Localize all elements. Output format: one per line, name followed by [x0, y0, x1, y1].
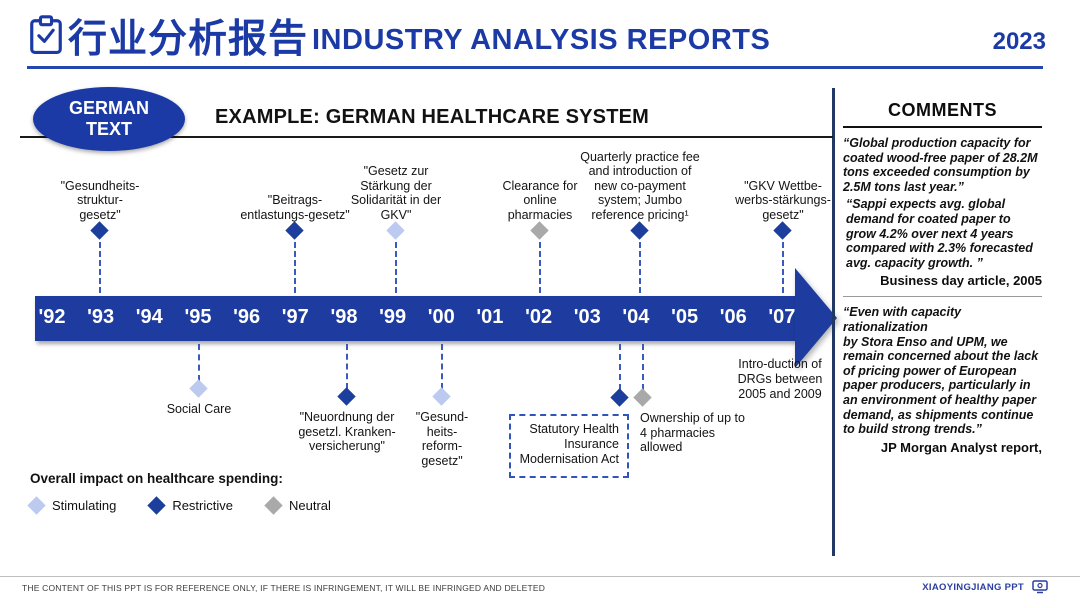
- stimulating-diamond-icon: [27, 496, 46, 515]
- legend-title: Overall impact on healthcare spending:: [30, 471, 283, 486]
- timeline-year: '05: [671, 306, 699, 328]
- comments-divider-line: [832, 88, 835, 556]
- badge-label: GERMAN TEXT: [69, 98, 149, 139]
- restrictive-diamond-icon: [773, 221, 792, 240]
- legend-item: Stimulating: [27, 496, 117, 515]
- timeline-year: '95: [184, 306, 212, 328]
- event-connector: [346, 344, 348, 389]
- comment-quote-2: “Even with capacity rationalization by S…: [843, 305, 1039, 437]
- timeline-arrow-bar: [35, 296, 795, 341]
- legend: Stimulating Restrictive Neutral: [27, 496, 331, 515]
- timeline-year: '94: [135, 306, 163, 328]
- event-label: Social Care: [166, 402, 232, 416]
- event-label: "Gesund- heits- reform- gesetz": [415, 410, 469, 468]
- comments-title: COMMENTS: [888, 100, 997, 120]
- neutral-diamond-icon: [264, 496, 283, 515]
- comments-panel: COMMENTS “Global production capacity for…: [843, 100, 1042, 455]
- header: 行业分析报告 INDUSTRY ANALYSIS REPORTS 2023: [0, 0, 1080, 70]
- timeline-year: '00: [427, 306, 455, 328]
- footer-disclaimer: THE CONTENT OF THIS PPT IS FOR REFERENCE…: [22, 583, 546, 593]
- event-connector: [782, 242, 784, 293]
- timeline-year: '93: [87, 306, 115, 328]
- timeline-year: '02: [525, 306, 553, 328]
- event-label: Quarterly practice fee and introduction …: [580, 149, 700, 222]
- event-connector: [395, 242, 397, 293]
- comments-section-divider: [843, 296, 1042, 298]
- event-connector: [198, 344, 200, 381]
- event-connector: [441, 344, 443, 389]
- header-title-en: INDUSTRY ANALYSIS REPORTS: [312, 24, 771, 56]
- timeline-arrow-head: [795, 268, 837, 368]
- event-label: Clearance for online pharmacies: [502, 178, 578, 222]
- legend-item: Restrictive: [147, 496, 233, 515]
- stimulating-diamond-icon: [189, 379, 208, 398]
- german-text-badge: GERMAN TEXT: [33, 87, 185, 151]
- footer-brand: XIAOYINGJIANG PPT: [922, 582, 1024, 593]
- event-label: "GKV Wettbe- werbs-stärkungs- gesetz": [735, 178, 831, 222]
- header-underline: [27, 66, 1043, 69]
- legend-label: Stimulating: [52, 498, 117, 513]
- projector-icon: [1032, 580, 1048, 594]
- legend-label: Neutral: [289, 498, 331, 513]
- clipboard-check-icon: [27, 13, 65, 57]
- comment-quote-1: “Global production capacity for coated w…: [843, 136, 1038, 194]
- timeline-year: '01: [476, 306, 504, 328]
- timeline-year: '96: [233, 306, 261, 328]
- header-year: 2023: [992, 28, 1046, 55]
- comments-title-underline: [843, 126, 1042, 128]
- slide-title-underline: [20, 136, 833, 138]
- event-connector: [619, 344, 621, 390]
- drg-note: Intro-duction of DRGs between 2005 and 2…: [737, 357, 823, 401]
- event-label: "Gesundheits- struktur- gesetz": [60, 178, 140, 222]
- statutory-box: Statutory Health Insurance Modernisation…: [509, 414, 629, 478]
- restrictive-diamond-icon: [610, 388, 629, 407]
- slide-title: EXAMPLE: GERMAN HEALTHCARE SYSTEM: [215, 106, 650, 128]
- timeline-year: '03: [573, 306, 601, 328]
- timeline-year: '04: [622, 306, 650, 328]
- event-connector: [642, 344, 644, 390]
- restrictive-diamond-icon: [337, 387, 356, 406]
- legend-item: Neutral: [264, 496, 331, 515]
- event-label: Ownership of up to 4 pharmacies allowed: [640, 411, 745, 454]
- event-connector: [639, 242, 641, 293]
- timeline-year: '97: [281, 306, 309, 328]
- event-connector: [99, 242, 101, 293]
- timeline-year: '07: [768, 306, 796, 328]
- event-connector: [294, 242, 296, 293]
- stimulating-diamond-icon: [386, 221, 405, 240]
- stimulating-diamond-icon: [432, 387, 451, 406]
- event-label: "Neuordnung der gesetzl. Kranken- versic…: [298, 410, 396, 453]
- restrictive-diamond-icon: [285, 221, 304, 240]
- restrictive-diamond-icon: [630, 221, 649, 240]
- event-connector: [539, 242, 541, 293]
- footer-rule: [0, 576, 1080, 577]
- event-label: "Beitrags- entlastungs-gesetz": [240, 193, 350, 222]
- comment-attribution-2: JP Morgan Analyst report,: [880, 439, 1042, 455]
- event-label: "Gesetz zur Stärkung der Solidarität in …: [350, 164, 442, 222]
- neutral-diamond-icon: [633, 388, 652, 407]
- restrictive-diamond-icon: [90, 221, 109, 240]
- timeline-year: '98: [330, 306, 358, 328]
- timeline-year: '92: [38, 306, 66, 328]
- comment-quote-1b: “Sappi expects avg. global demand for co…: [846, 197, 1033, 270]
- restrictive-diamond-icon: [147, 496, 167, 515]
- neutral-diamond-icon: [530, 221, 549, 240]
- header-title-zh: 行业分析报告: [68, 18, 309, 61]
- timeline-year: '99: [379, 306, 407, 328]
- legend-label: Restrictive: [172, 498, 233, 513]
- timeline-year: '06: [719, 306, 747, 328]
- comment-attribution-1: Business day article, 2005: [880, 273, 1042, 289]
